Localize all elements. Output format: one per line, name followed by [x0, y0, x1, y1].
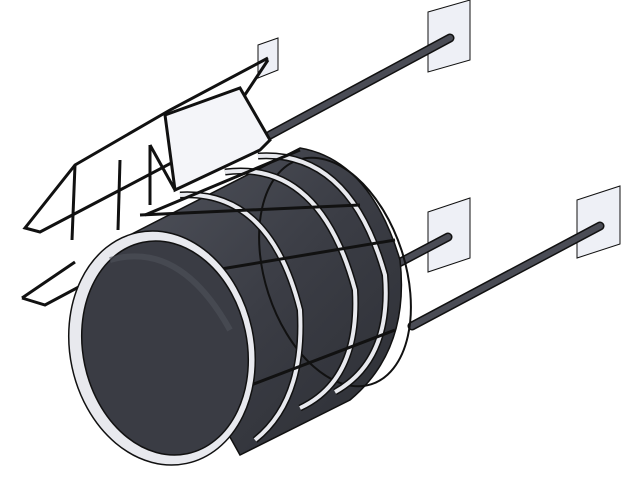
stiffener-rings: [179, 152, 390, 443]
support-rod-top-right: [265, 0, 471, 140]
front-opening: [67, 230, 257, 466]
support-rod-mid-right: [390, 197, 471, 273]
support-rod-bottom-right: [407, 185, 621, 331]
